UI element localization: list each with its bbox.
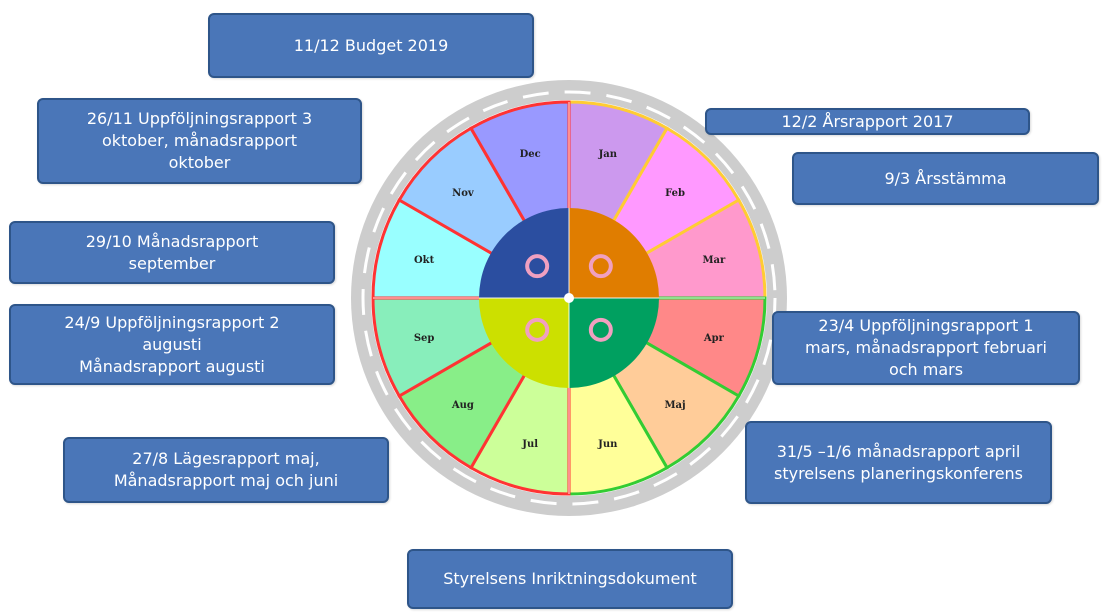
event-march: 9/3 Årsstämma: [792, 152, 1099, 205]
event-budget: 11/12 Budget 2019: [208, 13, 534, 78]
month-label-jul: Jul: [521, 439, 538, 450]
month-label-apr: Apr: [703, 333, 725, 344]
month-label-dec: Dec: [520, 149, 541, 160]
month-label-mar: Mar: [702, 255, 726, 266]
ring-arrows: [361, 90, 777, 506]
quarter-sector-3: [479, 298, 569, 388]
month-label-jun: Jun: [597, 439, 618, 450]
month-label-maj: Maj: [664, 400, 685, 411]
event-strategy: Styrelsens Inriktningsdokument: [407, 549, 733, 609]
event-november: 26/11 Uppföljningsrapport 3 oktober, mån…: [37, 98, 362, 184]
month-label-nov: Nov: [452, 188, 475, 199]
month-label-sep: Sep: [414, 333, 435, 344]
quarter-sector-1: [569, 208, 659, 298]
quarter-swirl-3: [525, 317, 550, 342]
month-label-jan: Jan: [598, 149, 618, 160]
month-label-okt: Okt: [414, 255, 435, 266]
quarter-sector-4: [479, 208, 569, 298]
quarter-swirl-4: [525, 254, 550, 279]
quarter-swirl-1: [588, 254, 613, 279]
event-october: 29/10 Månadsrapport september: [9, 221, 335, 284]
month-label-feb: Feb: [665, 188, 685, 199]
event-september: 24/9 Uppföljningsrapport 2 augusti Månad…: [9, 304, 335, 385]
event-august: 27/8 Lägesrapport maj, Månadsrapport maj…: [63, 437, 389, 503]
quarter-sector-2: [569, 298, 659, 388]
event-february: 12/2 Årsrapport 2017: [705, 108, 1030, 135]
month-label-aug: Aug: [451, 400, 474, 411]
event-may: 31/5 –1/6 månadsrapport april styrelsens…: [745, 421, 1052, 504]
event-april: 23/4 Uppföljningsrapport 1 mars, månadsr…: [772, 311, 1080, 385]
quarter-swirl-2: [588, 317, 613, 342]
